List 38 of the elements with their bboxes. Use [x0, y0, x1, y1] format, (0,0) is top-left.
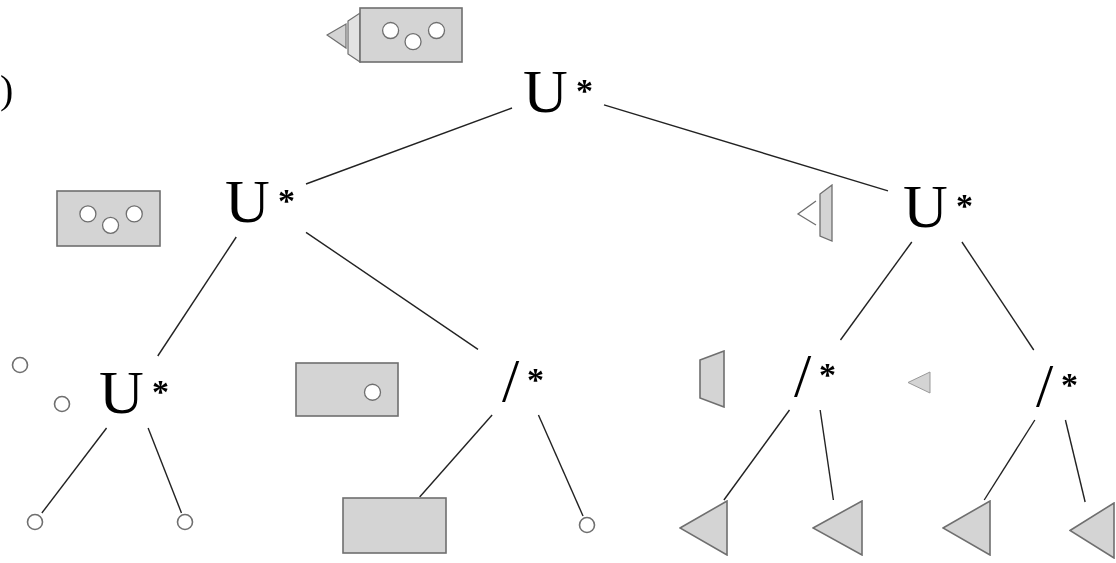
tree-branch-line	[305, 107, 513, 185]
tree-branch-line	[418, 414, 493, 498]
tree-branch-line	[983, 419, 1036, 501]
rectangle-shape	[295, 362, 399, 417]
triangle-shape	[796, 184, 833, 242]
rectangle-shape	[326, 7, 463, 63]
operator-label: /$^{*}$	[770, 340, 860, 410]
operator-label: /$^{*}$	[1012, 350, 1102, 420]
panel-letter: )	[0, 70, 14, 110]
triangle-shape	[907, 371, 931, 394]
tree-branch-line	[305, 231, 479, 351]
triangle-shape	[699, 350, 725, 408]
triangle-shape	[812, 500, 863, 556]
tree-branch-line	[157, 236, 237, 357]
operator-label: U$^{*}$	[512, 55, 604, 127]
triangle-shape	[1069, 502, 1115, 559]
circle-shape	[11, 356, 29, 374]
operator-label: U$^{*}$	[86, 356, 182, 428]
tree-branch-line	[723, 409, 791, 501]
circle-shape	[176, 513, 194, 531]
tree-branch-line	[41, 427, 108, 514]
rectangle-shape	[56, 190, 161, 247]
triangle-shape	[942, 500, 991, 556]
tree-branch-line	[603, 104, 889, 192]
tree-branch-line	[537, 414, 584, 517]
operator-label: U$^{*}$	[888, 170, 988, 242]
tree-branch-line	[819, 409, 835, 501]
triangle-shape	[679, 500, 728, 556]
circle-shape	[53, 395, 71, 413]
tree-branch-line	[147, 427, 183, 514]
tree-branch-line	[839, 241, 913, 341]
operator-label: /$^{*}$	[478, 345, 568, 415]
tree-branch-line	[1064, 419, 1086, 503]
rectangle-shape	[342, 497, 447, 554]
operator-label: U$^{*}$	[214, 165, 306, 237]
circle-shape	[26, 513, 44, 531]
tree-branch-line	[961, 241, 1035, 351]
circle-shape	[578, 516, 596, 534]
